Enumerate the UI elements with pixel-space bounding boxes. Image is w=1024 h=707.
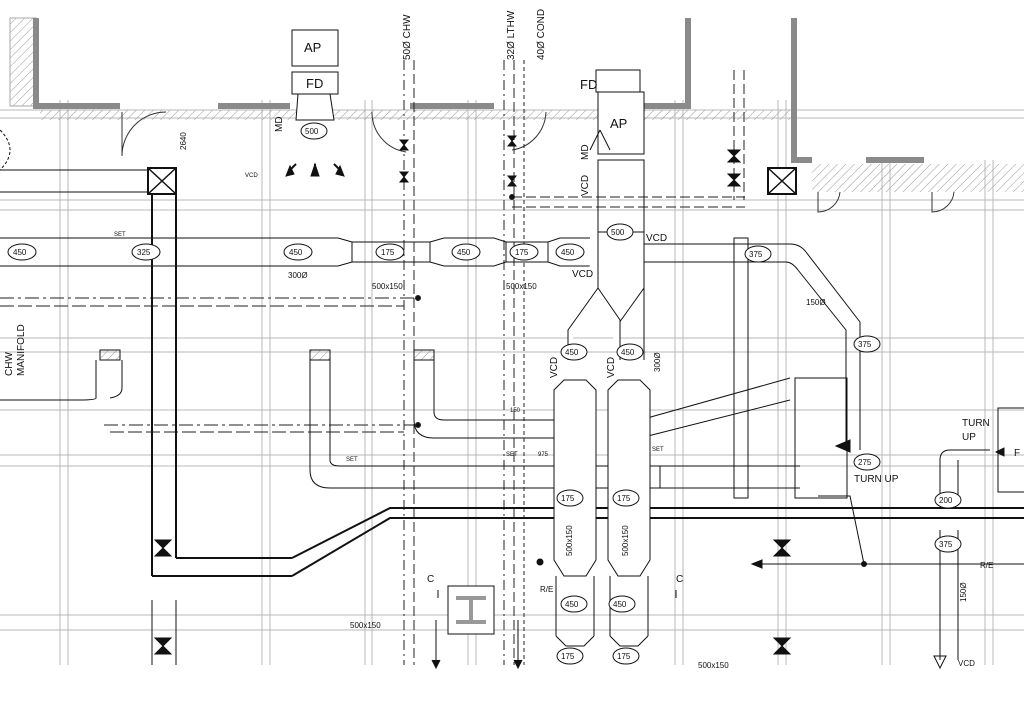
duct-size-d2: 325 [137,248,151,257]
duct-size-375-top: 375 [749,250,763,259]
riser-rect-a: 500x150 [565,525,574,556]
vcd-label-c: VCD [646,233,667,244]
size-tags [7,122,962,665]
fd-label-top: FD [306,76,323,91]
md-label-right: MD [580,144,591,160]
chw-manifold-label-2: MANIFOLD [16,324,27,376]
set-label-right: SET [652,447,664,453]
turn-up-label-1b: UP [962,432,976,443]
section-c-left: C [427,574,434,585]
riser-size-450b: 450 [621,348,635,357]
duct-size-500: 500 [611,228,625,237]
vcd-label-a: VCD [572,269,593,280]
riser-size-175c: 175 [561,652,575,661]
box-label-right: F [1014,448,1020,459]
riser-size-450d: 450 [613,600,627,609]
dimension-2640: 2640 [179,132,188,150]
set-150: 150 [510,408,521,414]
turn-up-label-2: TURN UP [854,474,899,485]
duct-rect-1: 500x150 [372,282,403,291]
riser-size-450a: 450 [565,348,579,357]
set-label-mid: SET [346,457,358,463]
fire-dampers [153,539,792,655]
duct-size-375-mid: 375 [858,340,872,349]
re-label-left: R/E [540,585,553,594]
right-size-375: 375 [939,540,953,549]
column-section [431,558,677,670]
duct-rect-2: 500x150 [506,282,537,291]
riser-bottom-size: 500x150 [698,661,729,670]
fd-label-right: FD [580,77,597,92]
duct-size-d3: 450 [289,248,303,257]
duct-size-d1: 450 [13,248,27,257]
central-risers [553,91,651,647]
duct-size-d6: 175 [515,248,529,257]
branch-ducts [0,349,800,489]
cond-pipe-label: 40Ø COND [536,9,547,60]
duct-size-d5: 450 [457,248,471,257]
set-label: SET [114,232,126,238]
vcd-label-b: VCD [245,173,258,179]
section-c-right: C [676,574,683,585]
riser-size-175a: 175 [561,494,575,503]
riser-size-175d: 175 [617,652,631,661]
turn-up-label-1a: TURN [962,418,990,429]
riser-size-175b: 175 [617,494,631,503]
right-branch-duct [644,237,1024,670]
supply-duct-main [0,129,590,267]
right-re-label: R/E [980,561,993,570]
duct-size-275: 275 [858,458,872,467]
fan-size-tag: 500 [305,127,319,136]
vcd-label-right: VCD [580,175,591,196]
ap-label-top: AP [304,40,321,55]
riser-left-size: 500x150 [350,621,381,630]
vcd-label-e: VCD [606,357,617,378]
duct-size-150-branch: 150Ø [806,298,826,307]
pipe-valves [398,135,742,187]
right-size-200: 200 [939,496,953,505]
lthw-pipe-label: 32Ø LTHW [506,10,517,60]
door-swings [121,111,955,213]
duct-size-d7: 450 [561,248,575,257]
vcd-label-d: VCD [549,357,560,378]
ap-label-right: AP [610,116,627,131]
duct-size-300: 300Ø [288,271,308,280]
right-size-150: 150Ø [959,582,968,602]
riser-rect-b: 500x150 [621,525,630,556]
right-vcd-label: VCD [958,659,975,668]
chw-pipe-label: 50Ø CHW [402,14,413,60]
duct-size-d4: 175 [381,248,395,257]
walls [9,17,1024,192]
set-label-mid-2: SET [506,452,518,458]
chw-manifold-label-1: CHW [4,352,15,376]
air-handling-unit-top [285,29,641,177]
md-label-top: MD [274,116,285,132]
set-975: 975 [538,452,549,458]
labels: 50Ø CHW 32Ø LTHW 40Ø COND AP FD MD 500 F… [4,9,1020,670]
structural-grid [0,100,1024,665]
duct-size-3000: 300Ø [653,352,662,372]
riser-size-450c: 450 [565,600,579,609]
